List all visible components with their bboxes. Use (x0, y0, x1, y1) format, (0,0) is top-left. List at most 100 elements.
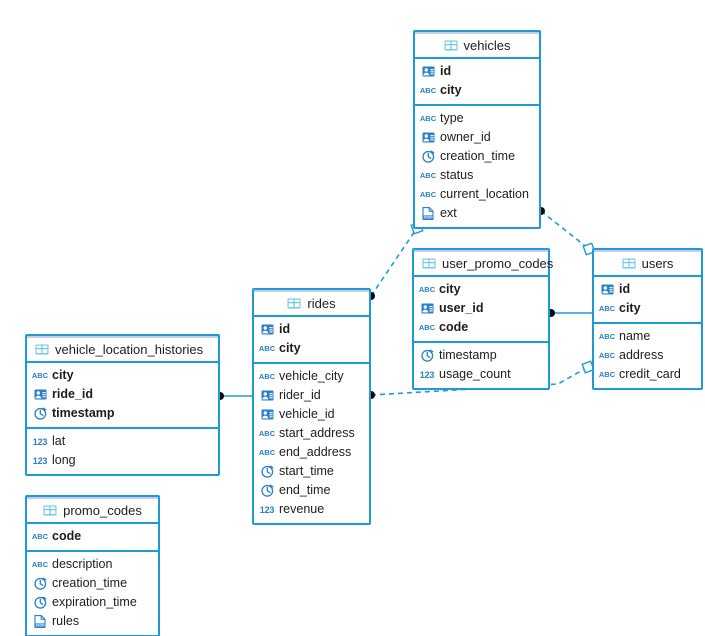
table-icon (444, 39, 458, 53)
field-label: rules (52, 614, 80, 629)
field-row[interactable]: timestamp (414, 346, 548, 365)
field-row[interactable]: creation_time (415, 147, 539, 166)
clock-icon (33, 407, 47, 421)
id-card-icon (420, 302, 434, 316)
field-label: name (619, 329, 651, 344)
svg-text:JSON: JSON (423, 216, 433, 220)
num-icon: 123 (259, 504, 275, 515)
field-row[interactable]: vehicle_id (254, 405, 369, 424)
abc-icon: ABC (419, 190, 437, 199)
primary-key-label: city (440, 83, 462, 98)
abc-icon: ABC (418, 323, 436, 332)
primary-key-label: code (439, 320, 469, 335)
clock-icon (33, 577, 47, 591)
id-card-icon (260, 389, 274, 403)
field-label: description (52, 557, 113, 572)
field-row[interactable]: owner_id (415, 128, 539, 147)
table-header[interactable]: users (594, 250, 701, 275)
field-label: long (52, 453, 76, 468)
primary-key-label: timestamp (52, 406, 115, 421)
primary-key-row[interactable]: user_id (414, 299, 548, 318)
field-label: timestamp (439, 348, 497, 363)
abc-icon: ABC (258, 344, 276, 353)
id-card-icon (600, 283, 614, 297)
primary-key-label: user_id (439, 301, 484, 316)
field-row[interactable]: JSON rules (27, 612, 158, 631)
clock-icon (260, 465, 274, 479)
abc-icon: ABC (31, 371, 49, 380)
field-row[interactable]: expiration_time (27, 593, 158, 612)
id-card-icon (421, 65, 435, 79)
field-label: expiration_time (52, 595, 137, 610)
primary-key-row[interactable]: timestamp (27, 404, 218, 423)
field-row[interactable]: 123 revenue (254, 500, 369, 519)
abc-icon: ABC (258, 429, 276, 438)
primary-key-row[interactable]: id (415, 62, 539, 81)
table-icon (422, 257, 436, 271)
clock-icon (420, 349, 434, 363)
field-label: type (440, 111, 464, 126)
field-label: ext (440, 206, 457, 221)
abc-icon: ABC (598, 332, 616, 341)
field-label: start_address (279, 426, 355, 441)
field-row[interactable]: JSON ext (415, 204, 539, 223)
abc-icon: ABC (598, 351, 616, 360)
table-header[interactable]: promo_codes (27, 497, 158, 522)
field-row[interactable]: rider_id (254, 386, 369, 405)
table-header[interactable]: vehicle_location_histories (27, 336, 218, 361)
field-row[interactable]: start_time (254, 462, 369, 481)
primary-key-label: city (439, 282, 461, 297)
table-header[interactable]: vehicles (415, 32, 539, 57)
primary-key-row[interactable]: id (594, 280, 701, 299)
relationship-vehicle_location_histories-to-rides[interactable] (216, 392, 252, 400)
field-label: usage_count (439, 367, 511, 382)
field-label: revenue (279, 502, 325, 517)
relationship-user_promo_codes-to-users[interactable] (547, 309, 592, 317)
table-header[interactable]: rides (254, 290, 369, 315)
clock-icon (421, 150, 435, 164)
abc-icon: ABC (419, 171, 437, 180)
field-label: vehicle_city (279, 369, 344, 384)
field-row[interactable]: creation_time (27, 574, 158, 593)
field-row[interactable]: end_time (254, 481, 369, 500)
primary-key-row[interactable]: ride_id (27, 385, 218, 404)
table-header[interactable]: user_promo_codes (414, 250, 553, 275)
svg-text:JSON: JSON (35, 624, 45, 628)
primary-key-row[interactable]: id (254, 320, 369, 339)
